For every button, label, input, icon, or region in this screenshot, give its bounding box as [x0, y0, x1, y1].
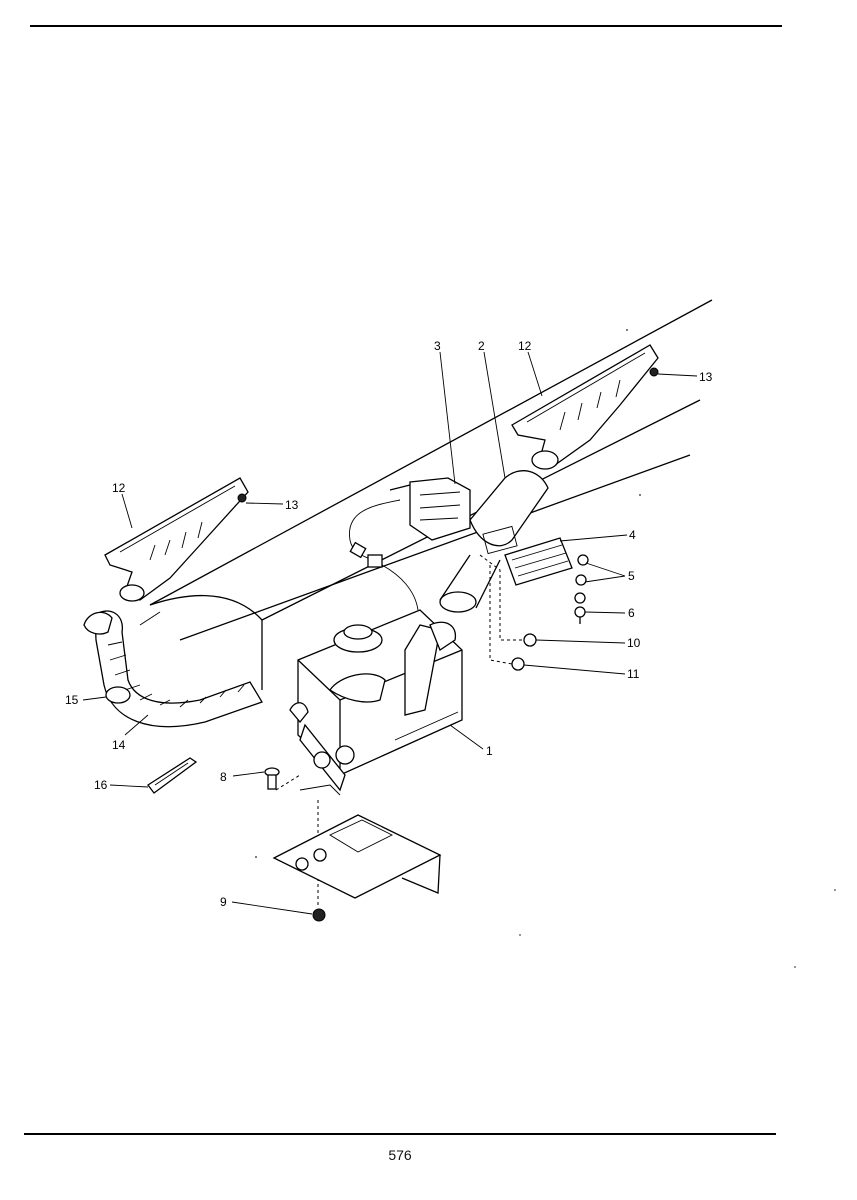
callout-16: 16 — [94, 778, 108, 792]
heater-hose — [83, 610, 263, 728]
callout-10: 10 — [627, 636, 641, 650]
heater-unit — [289, 609, 463, 796]
fasteners — [479, 554, 589, 671]
right-defroster-nozzle — [511, 344, 659, 470]
callout-13-right: 13 — [699, 370, 713, 384]
callout-3: 3 — [434, 339, 441, 353]
bracket-assembly — [349, 477, 471, 611]
callout-8: 8 — [220, 770, 227, 784]
bottom-rule — [24, 1133, 776, 1135]
bolt — [264, 767, 301, 791]
resistor-plate — [482, 525, 573, 586]
callout-6: 6 — [628, 606, 635, 620]
callout-4: 4 — [629, 528, 636, 542]
heater-duct — [439, 470, 549, 613]
callouts: 3 2 12 13 12 13 4 5 6 10 11 15 14 1 16 8… — [65, 339, 713, 909]
scan-specks — [255, 329, 836, 968]
page-number: 576 — [388, 1147, 412, 1163]
left-defroster-nozzle — [104, 477, 249, 602]
callout-12-right: 12 — [518, 339, 532, 353]
callout-5: 5 — [628, 569, 635, 583]
top-rule — [30, 25, 782, 27]
mounting-plate — [272, 800, 442, 922]
callout-2: 2 — [478, 339, 485, 353]
callout-13-left: 13 — [285, 498, 299, 512]
callout-14: 14 — [112, 738, 126, 752]
callout-12-left: 12 — [112, 481, 126, 495]
callout-9: 9 — [220, 895, 227, 909]
leader-lines — [82, 351, 698, 915]
callout-15: 15 — [65, 693, 79, 707]
callout-11: 11 — [627, 667, 640, 681]
clip — [147, 757, 198, 794]
callout-1: 1 — [486, 744, 493, 758]
